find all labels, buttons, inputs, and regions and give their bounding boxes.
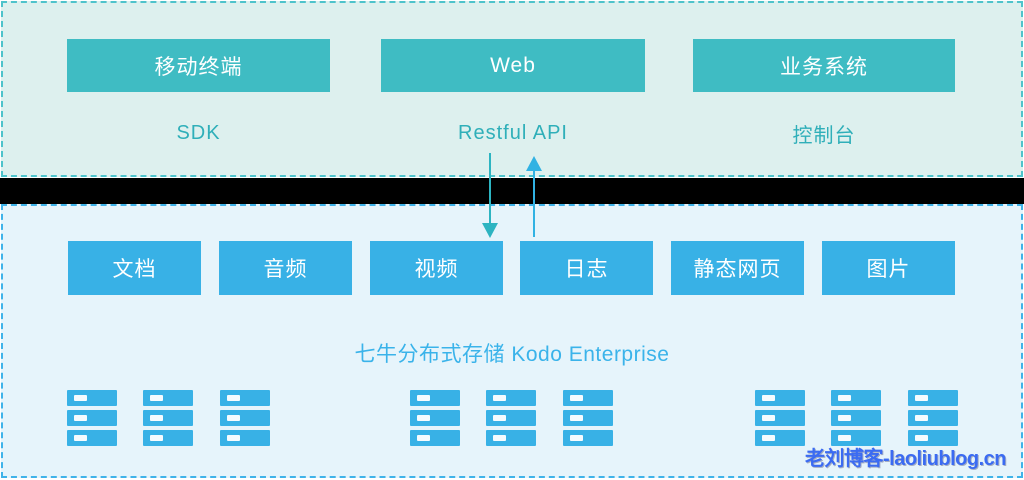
server-led-indicator — [417, 435, 430, 441]
storage-title: 七牛分布式存储 Kodo Enterprise — [354, 343, 670, 366]
server-rack-icon — [220, 390, 270, 446]
separator-bar — [0, 178, 1024, 204]
server-slat — [831, 410, 881, 426]
server-slat — [755, 410, 805, 426]
up-arrow-shaft — [533, 170, 535, 237]
server-led-indicator — [915, 435, 928, 441]
access-label-console: 控制台 — [792, 124, 856, 147]
server-led-indicator — [493, 415, 506, 421]
client-box-mobile-terminal: 移动终端 — [67, 39, 330, 92]
client-box-web: Web — [381, 39, 645, 92]
server-rack-icon — [410, 390, 460, 446]
data-type-box-static-webpage: 静态网页 — [671, 241, 804, 295]
server-cluster-right — [755, 390, 1010, 446]
server-rack-icon — [67, 390, 117, 446]
server-led-indicator — [838, 395, 851, 401]
server-slat — [563, 430, 613, 446]
server-led-indicator — [417, 415, 430, 421]
server-led-indicator — [150, 395, 163, 401]
server-slat — [67, 390, 117, 406]
server-slat — [755, 430, 805, 446]
server-slat — [143, 430, 193, 446]
down-arrowhead-icon — [482, 223, 498, 238]
server-led-indicator — [74, 395, 87, 401]
server-led-indicator — [915, 395, 928, 401]
server-slat — [220, 430, 270, 446]
server-led-indicator — [762, 395, 775, 401]
server-slat — [486, 410, 536, 426]
server-led-indicator — [493, 395, 506, 401]
server-rack-icon — [143, 390, 193, 446]
up-arrowhead-icon — [526, 156, 542, 171]
server-led-indicator — [570, 435, 583, 441]
server-led-indicator — [227, 415, 240, 421]
server-led-indicator — [838, 415, 851, 421]
server-led-indicator — [838, 435, 851, 441]
server-rack-icon — [563, 390, 613, 446]
server-slat — [486, 430, 536, 446]
down-arrow-shaft — [489, 153, 491, 224]
data-type-box-log: 日志 — [520, 241, 653, 295]
server-slat — [563, 410, 613, 426]
server-cluster-left — [67, 390, 322, 446]
server-led-indicator — [150, 415, 163, 421]
server-slat — [143, 410, 193, 426]
server-slat — [410, 410, 460, 426]
access-label-restful-api: Restful API — [458, 121, 568, 144]
server-slat — [831, 430, 881, 446]
server-rack-icon — [486, 390, 536, 446]
server-rack-icon — [831, 390, 881, 446]
server-slat — [908, 410, 958, 426]
server-led-indicator — [915, 415, 928, 421]
data-type-box-audio: 音频 — [219, 241, 352, 295]
server-slat — [220, 390, 270, 406]
server-led-indicator — [74, 415, 87, 421]
data-type-box-video: 视频 — [370, 241, 503, 295]
server-slat — [220, 410, 270, 426]
server-led-indicator — [417, 395, 430, 401]
client-box-business-system: 业务系统 — [693, 39, 955, 92]
data-type-box-image: 图片 — [822, 241, 955, 295]
server-slat — [831, 390, 881, 406]
server-rack-icon — [908, 390, 958, 446]
watermark-text: 老刘博客-laoliublog.cn — [805, 448, 1007, 470]
server-slat — [143, 390, 193, 406]
server-cluster-middle — [410, 390, 665, 446]
down-arrow-icon — [482, 153, 498, 238]
server-slat — [67, 410, 117, 426]
server-led-indicator — [227, 395, 240, 401]
server-slat — [410, 430, 460, 446]
server-led-indicator — [570, 415, 583, 421]
server-led-indicator — [493, 435, 506, 441]
server-slat — [67, 430, 117, 446]
up-arrow-icon — [526, 156, 542, 237]
server-slat — [563, 390, 613, 406]
data-type-box-document: 文档 — [68, 241, 201, 295]
access-label-sdk: SDK — [176, 121, 221, 144]
server-led-indicator — [150, 435, 163, 441]
server-led-indicator — [74, 435, 87, 441]
server-slat — [908, 390, 958, 406]
server-slat — [410, 390, 460, 406]
server-slat — [908, 430, 958, 446]
server-led-indicator — [570, 395, 583, 401]
server-rack-icon — [755, 390, 805, 446]
server-led-indicator — [227, 435, 240, 441]
server-slat — [755, 390, 805, 406]
server-led-indicator — [762, 435, 775, 441]
server-slat — [486, 390, 536, 406]
server-led-indicator — [762, 415, 775, 421]
